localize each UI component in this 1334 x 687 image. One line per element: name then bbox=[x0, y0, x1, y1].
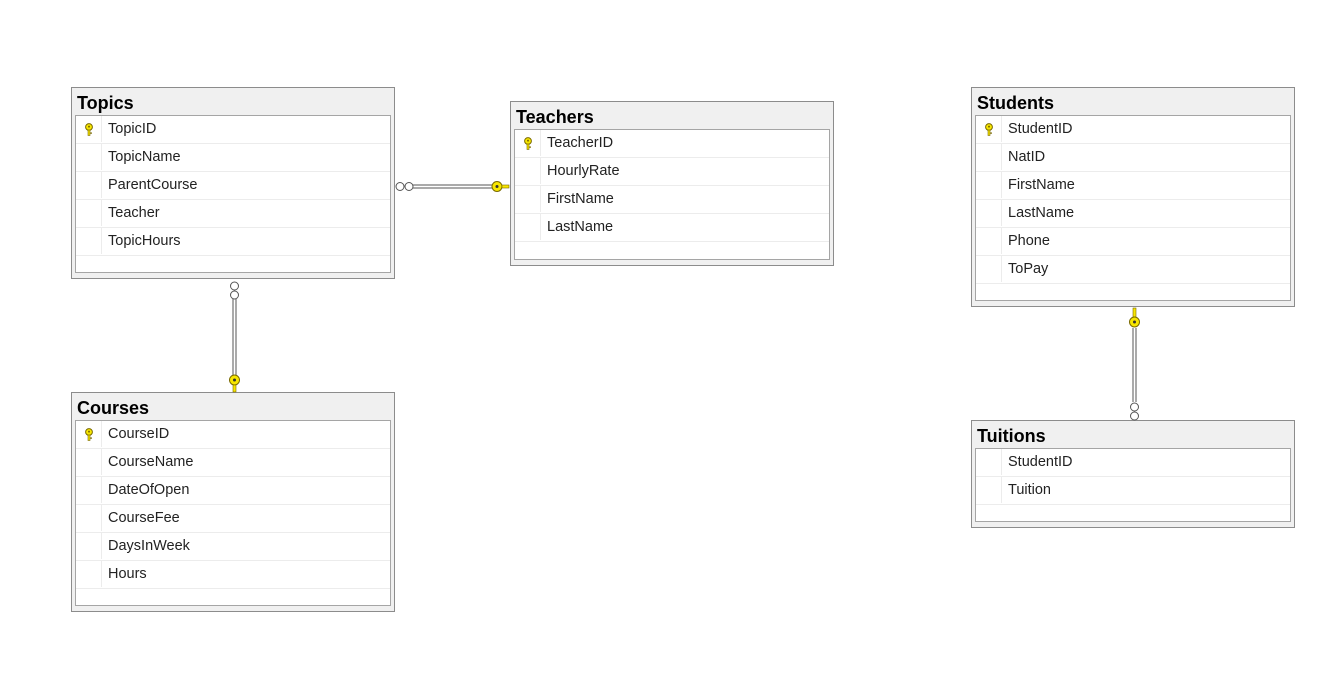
row-selector[interactable] bbox=[76, 533, 102, 559]
row-selector[interactable] bbox=[515, 186, 541, 212]
row-selector[interactable] bbox=[976, 172, 1002, 198]
column-row-parentcourse[interactable]: ParentCourse bbox=[76, 172, 390, 200]
primary-key-icon bbox=[524, 137, 532, 150]
row-selector[interactable] bbox=[976, 116, 1002, 142]
column-row-lastname[interactable]: LastName bbox=[515, 214, 829, 242]
row-selector[interactable] bbox=[976, 228, 1002, 254]
column-row-phone[interactable]: Phone bbox=[976, 228, 1290, 256]
column-row-lastname[interactable]: LastName bbox=[976, 200, 1290, 228]
column-name: FirstName bbox=[547, 191, 614, 207]
column-row-teacherid[interactable]: TeacherID bbox=[515, 130, 829, 158]
row-selector[interactable] bbox=[76, 561, 102, 587]
table-title: Students bbox=[977, 93, 1055, 113]
column-row-natid[interactable]: NatID bbox=[976, 144, 1290, 172]
column-row-topay[interactable]: ToPay bbox=[976, 256, 1290, 284]
relationship-students-tuitions[interactable] bbox=[1129, 307, 1140, 421]
row-selector[interactable] bbox=[976, 256, 1002, 282]
row-selector[interactable] bbox=[76, 172, 102, 198]
key-end-icon bbox=[491, 181, 510, 192]
table-tuitions[interactable]: Tuitions StudentID Tuition bbox=[971, 420, 1295, 528]
primary-key-icon bbox=[85, 123, 93, 136]
column-name: DateOfOpen bbox=[108, 482, 190, 498]
column-name: DaysInWeek bbox=[108, 538, 190, 554]
table-title: Topics bbox=[77, 93, 134, 113]
column-row-tuition[interactable]: Tuition bbox=[976, 477, 1290, 505]
column-row-firstname[interactable]: FirstName bbox=[976, 172, 1290, 200]
column-row-dateofopen[interactable]: DateOfOpen bbox=[76, 477, 390, 505]
column-name: Phone bbox=[1008, 233, 1050, 249]
column-row-hours[interactable]: Hours bbox=[76, 561, 390, 589]
key-end-icon bbox=[229, 374, 240, 393]
row-selector[interactable] bbox=[976, 144, 1002, 170]
row-selector[interactable] bbox=[76, 505, 102, 531]
column-name: CourseName bbox=[108, 454, 194, 470]
row-selector[interactable] bbox=[76, 449, 102, 475]
column-name: ParentCourse bbox=[108, 177, 198, 193]
column-row-daysinweek[interactable]: DaysInWeek bbox=[76, 533, 390, 561]
relationship-topics-courses[interactable] bbox=[229, 281, 240, 393]
row-selector[interactable] bbox=[76, 477, 102, 503]
row-selector[interactable] bbox=[976, 449, 1002, 475]
column-name: TopicID bbox=[108, 121, 157, 137]
column-row-topichours[interactable]: TopicHours bbox=[76, 228, 390, 256]
column-row-studentid[interactable]: StudentID bbox=[976, 116, 1290, 144]
column-name: TeacherID bbox=[547, 135, 614, 151]
table-title: Courses bbox=[77, 398, 150, 418]
column-row-firstname[interactable]: FirstName bbox=[515, 186, 829, 214]
row-selector[interactable] bbox=[976, 200, 1002, 226]
row-selector[interactable] bbox=[76, 228, 102, 254]
row-selector[interactable] bbox=[76, 116, 102, 142]
row-selector[interactable] bbox=[76, 200, 102, 226]
column-row-coursefee[interactable]: CourseFee bbox=[76, 505, 390, 533]
column-name: Teacher bbox=[108, 205, 160, 221]
column-name: Tuition bbox=[1008, 482, 1051, 498]
column-name: Hours bbox=[108, 566, 147, 582]
row-selector[interactable] bbox=[976, 477, 1002, 503]
column-row-topicname[interactable]: TopicName bbox=[76, 144, 390, 172]
row-selector[interactable] bbox=[76, 144, 102, 170]
column-grid: StudentID Tuition bbox=[975, 448, 1291, 522]
column-name: CourseFee bbox=[108, 510, 180, 526]
column-row-hourlyrate[interactable]: HourlyRate bbox=[515, 158, 829, 186]
infinity-icon bbox=[395, 182, 414, 191]
column-name: CourseID bbox=[108, 426, 170, 442]
column-name: ToPay bbox=[1008, 261, 1049, 277]
row-selector[interactable] bbox=[515, 214, 541, 240]
relationship-topics-teachers[interactable] bbox=[395, 181, 510, 192]
infinity-icon bbox=[1130, 402, 1139, 421]
column-row-topicid[interactable]: TopicID bbox=[76, 116, 390, 144]
primary-key-icon bbox=[85, 428, 93, 441]
table-title: Tuitions bbox=[977, 426, 1046, 446]
column-row-courseid[interactable]: CourseID bbox=[76, 421, 390, 449]
column-name: StudentID bbox=[1008, 454, 1073, 470]
primary-key-icon bbox=[985, 123, 993, 136]
row-selector[interactable] bbox=[76, 421, 102, 447]
column-name: StudentID bbox=[1008, 121, 1073, 137]
key-end-icon bbox=[1129, 307, 1140, 328]
infinity-icon bbox=[230, 281, 239, 300]
column-name: LastName bbox=[547, 219, 614, 235]
column-row-studentid[interactable]: StudentID bbox=[976, 449, 1290, 477]
column-name: LastName bbox=[1008, 205, 1075, 221]
column-row-coursename[interactable]: CourseName bbox=[76, 449, 390, 477]
table-title: Teachers bbox=[516, 107, 594, 127]
column-name: FirstName bbox=[1008, 177, 1075, 193]
column-name: TopicName bbox=[108, 149, 181, 165]
column-row-teacher[interactable]: Teacher bbox=[76, 200, 390, 228]
column-name: TopicHours bbox=[108, 233, 181, 249]
row-selector[interactable] bbox=[515, 130, 541, 156]
row-selector[interactable] bbox=[515, 158, 541, 184]
column-name: NatID bbox=[1008, 149, 1046, 165]
column-name: HourlyRate bbox=[547, 163, 620, 179]
